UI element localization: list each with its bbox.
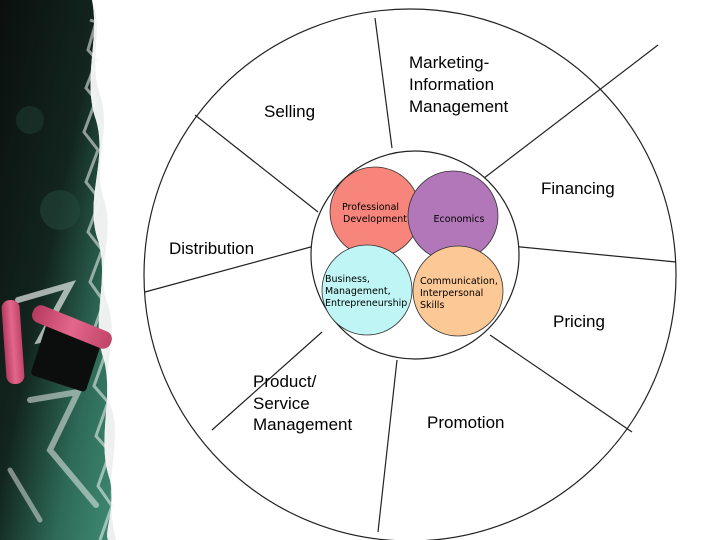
core-label-line: Interpersonal (420, 288, 483, 299)
core-label-line: Communication, (420, 276, 498, 287)
label-line: Management (409, 97, 509, 116)
core-communication: Communication, Interpersonal Skills (413, 246, 503, 336)
label-line: Financing (541, 179, 615, 198)
core-label-line: Development (343, 214, 407, 225)
core-professional-development: Professional Development (330, 167, 420, 257)
label-marketing-information-management: Marketing- Information Management (409, 53, 509, 116)
core-label-line: Business, (325, 274, 370, 285)
label-financing: Financing (541, 179, 615, 198)
label-line: Service (253, 394, 310, 413)
core-business-management: Business, Management, Entrepreneurship (322, 245, 412, 335)
label-line: Information (409, 75, 494, 94)
label-line: Selling (264, 102, 315, 121)
label-promotion: Promotion (427, 413, 504, 432)
core-label-line: Professional (342, 202, 399, 213)
core-label-line: Skills (420, 300, 444, 311)
core-label-line: Entrepreneurship (325, 298, 407, 309)
core-label-line: Management, (325, 286, 391, 297)
label-pricing: Pricing (553, 312, 605, 331)
label-line: Management (253, 415, 353, 434)
label-line: Distribution (169, 239, 254, 258)
label-distribution: Distribution (169, 239, 254, 258)
chalkboard-background (0, 0, 116, 540)
label-line: Marketing- (409, 53, 489, 72)
label-line: Promotion (427, 413, 504, 432)
label-selling: Selling (264, 102, 315, 121)
svg-text:Economics: Economics (434, 214, 485, 225)
svg-text:Professional Development: Professional Development (342, 202, 407, 225)
core-label-line: Economics (434, 214, 485, 225)
label-line: Product/ (253, 372, 317, 391)
label-line: Pricing (553, 312, 605, 331)
